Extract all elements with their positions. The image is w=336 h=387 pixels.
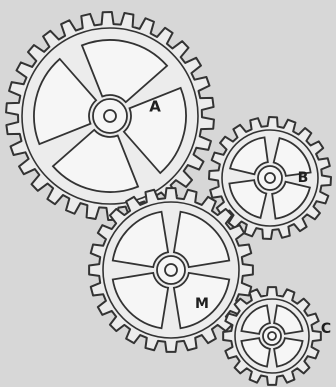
- gear-a-axle-hole: [104, 110, 116, 122]
- gear-m: M: [89, 188, 253, 352]
- gear-c: C: [223, 287, 331, 385]
- gear-a-label: A: [149, 98, 161, 116]
- gear-m-label: M: [195, 296, 209, 312]
- gear-b-axle-hole: [265, 173, 275, 183]
- gear-a: A: [6, 12, 214, 220]
- gear-c-axle-hole: [268, 332, 276, 340]
- gear-m-axle-hole: [165, 264, 177, 276]
- gear-b-label: B: [298, 170, 309, 186]
- gear-c-label: C: [321, 321, 331, 337]
